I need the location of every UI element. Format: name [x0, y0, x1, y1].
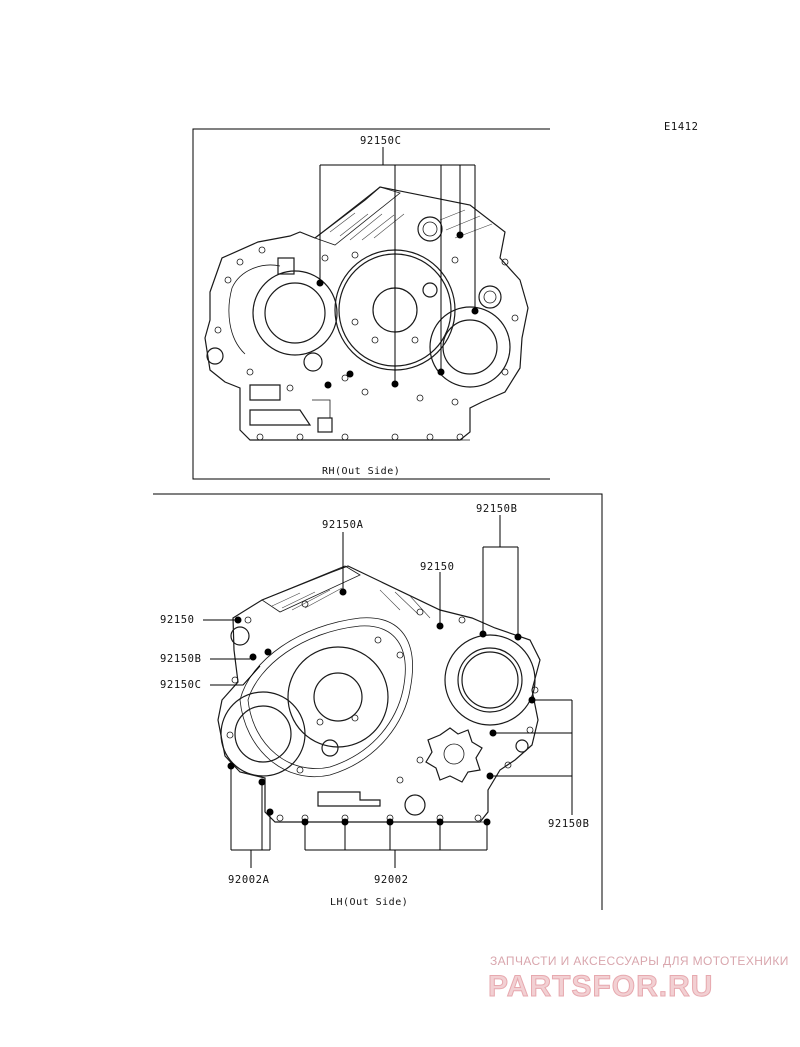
- bolt-92150b-left-2: [264, 648, 272, 656]
- rh-crankcase-drawing: [204, 186, 529, 441]
- lh-caption: LH(Out Side): [330, 897, 408, 908]
- lh-label-92150-mid: 92150: [420, 561, 455, 573]
- lh-label-92150b-right: 92150B: [548, 818, 590, 830]
- lh-label-92002: 92002: [374, 874, 409, 886]
- rh-caption: RH(Out Side): [322, 466, 400, 477]
- bolt-92150-mid: [436, 622, 444, 630]
- rh-leader-92150c: [316, 147, 479, 389]
- rh-panel-frame: [192, 128, 550, 480]
- leader-92002: [301, 818, 491, 868]
- lh-label-92150c-left: 92150C: [160, 679, 202, 691]
- lh-panel-frame: [153, 493, 603, 910]
- lh-label-92150b-top: 92150B: [476, 503, 518, 515]
- bolt-92150-left: [234, 616, 242, 624]
- leader-92150c-left: [210, 665, 261, 686]
- leader-92002a: [227, 762, 274, 868]
- lh-label-92150b-left: 92150B: [160, 653, 202, 665]
- watermark: ЗАПЧАСТИ И АКСЕССУАРЫ ДЛЯ МОТОТЕХНИКИ PA…: [488, 954, 789, 1004]
- rh-label-92150c: 92150C: [360, 135, 402, 147]
- lh-panel: 92150A 92150 92150B 92150 92150B 92150C …: [153, 493, 603, 910]
- lh-label-92150a: 92150A: [322, 519, 364, 531]
- leader-92150b-right: [486, 696, 573, 815]
- watermark-tagline: ЗАПЧАСТИ И АКСЕССУАРЫ ДЛЯ МОТОТЕХНИКИ: [490, 954, 789, 968]
- bolt-92150a: [339, 588, 347, 596]
- lh-crankcase-drawing: [217, 565, 541, 823]
- rh-panel: 92150C RH(Out Side): [192, 128, 550, 480]
- bolt-92150b-left: [249, 653, 257, 661]
- lh-label-92150-left: 92150: [160, 614, 195, 626]
- leader-92150b-top: [479, 515, 522, 641]
- lh-label-92002a: 92002A: [228, 874, 270, 886]
- watermark-brand: PARTSFOR.RU: [488, 970, 713, 1003]
- diagram-id: E1412: [664, 121, 699, 133]
